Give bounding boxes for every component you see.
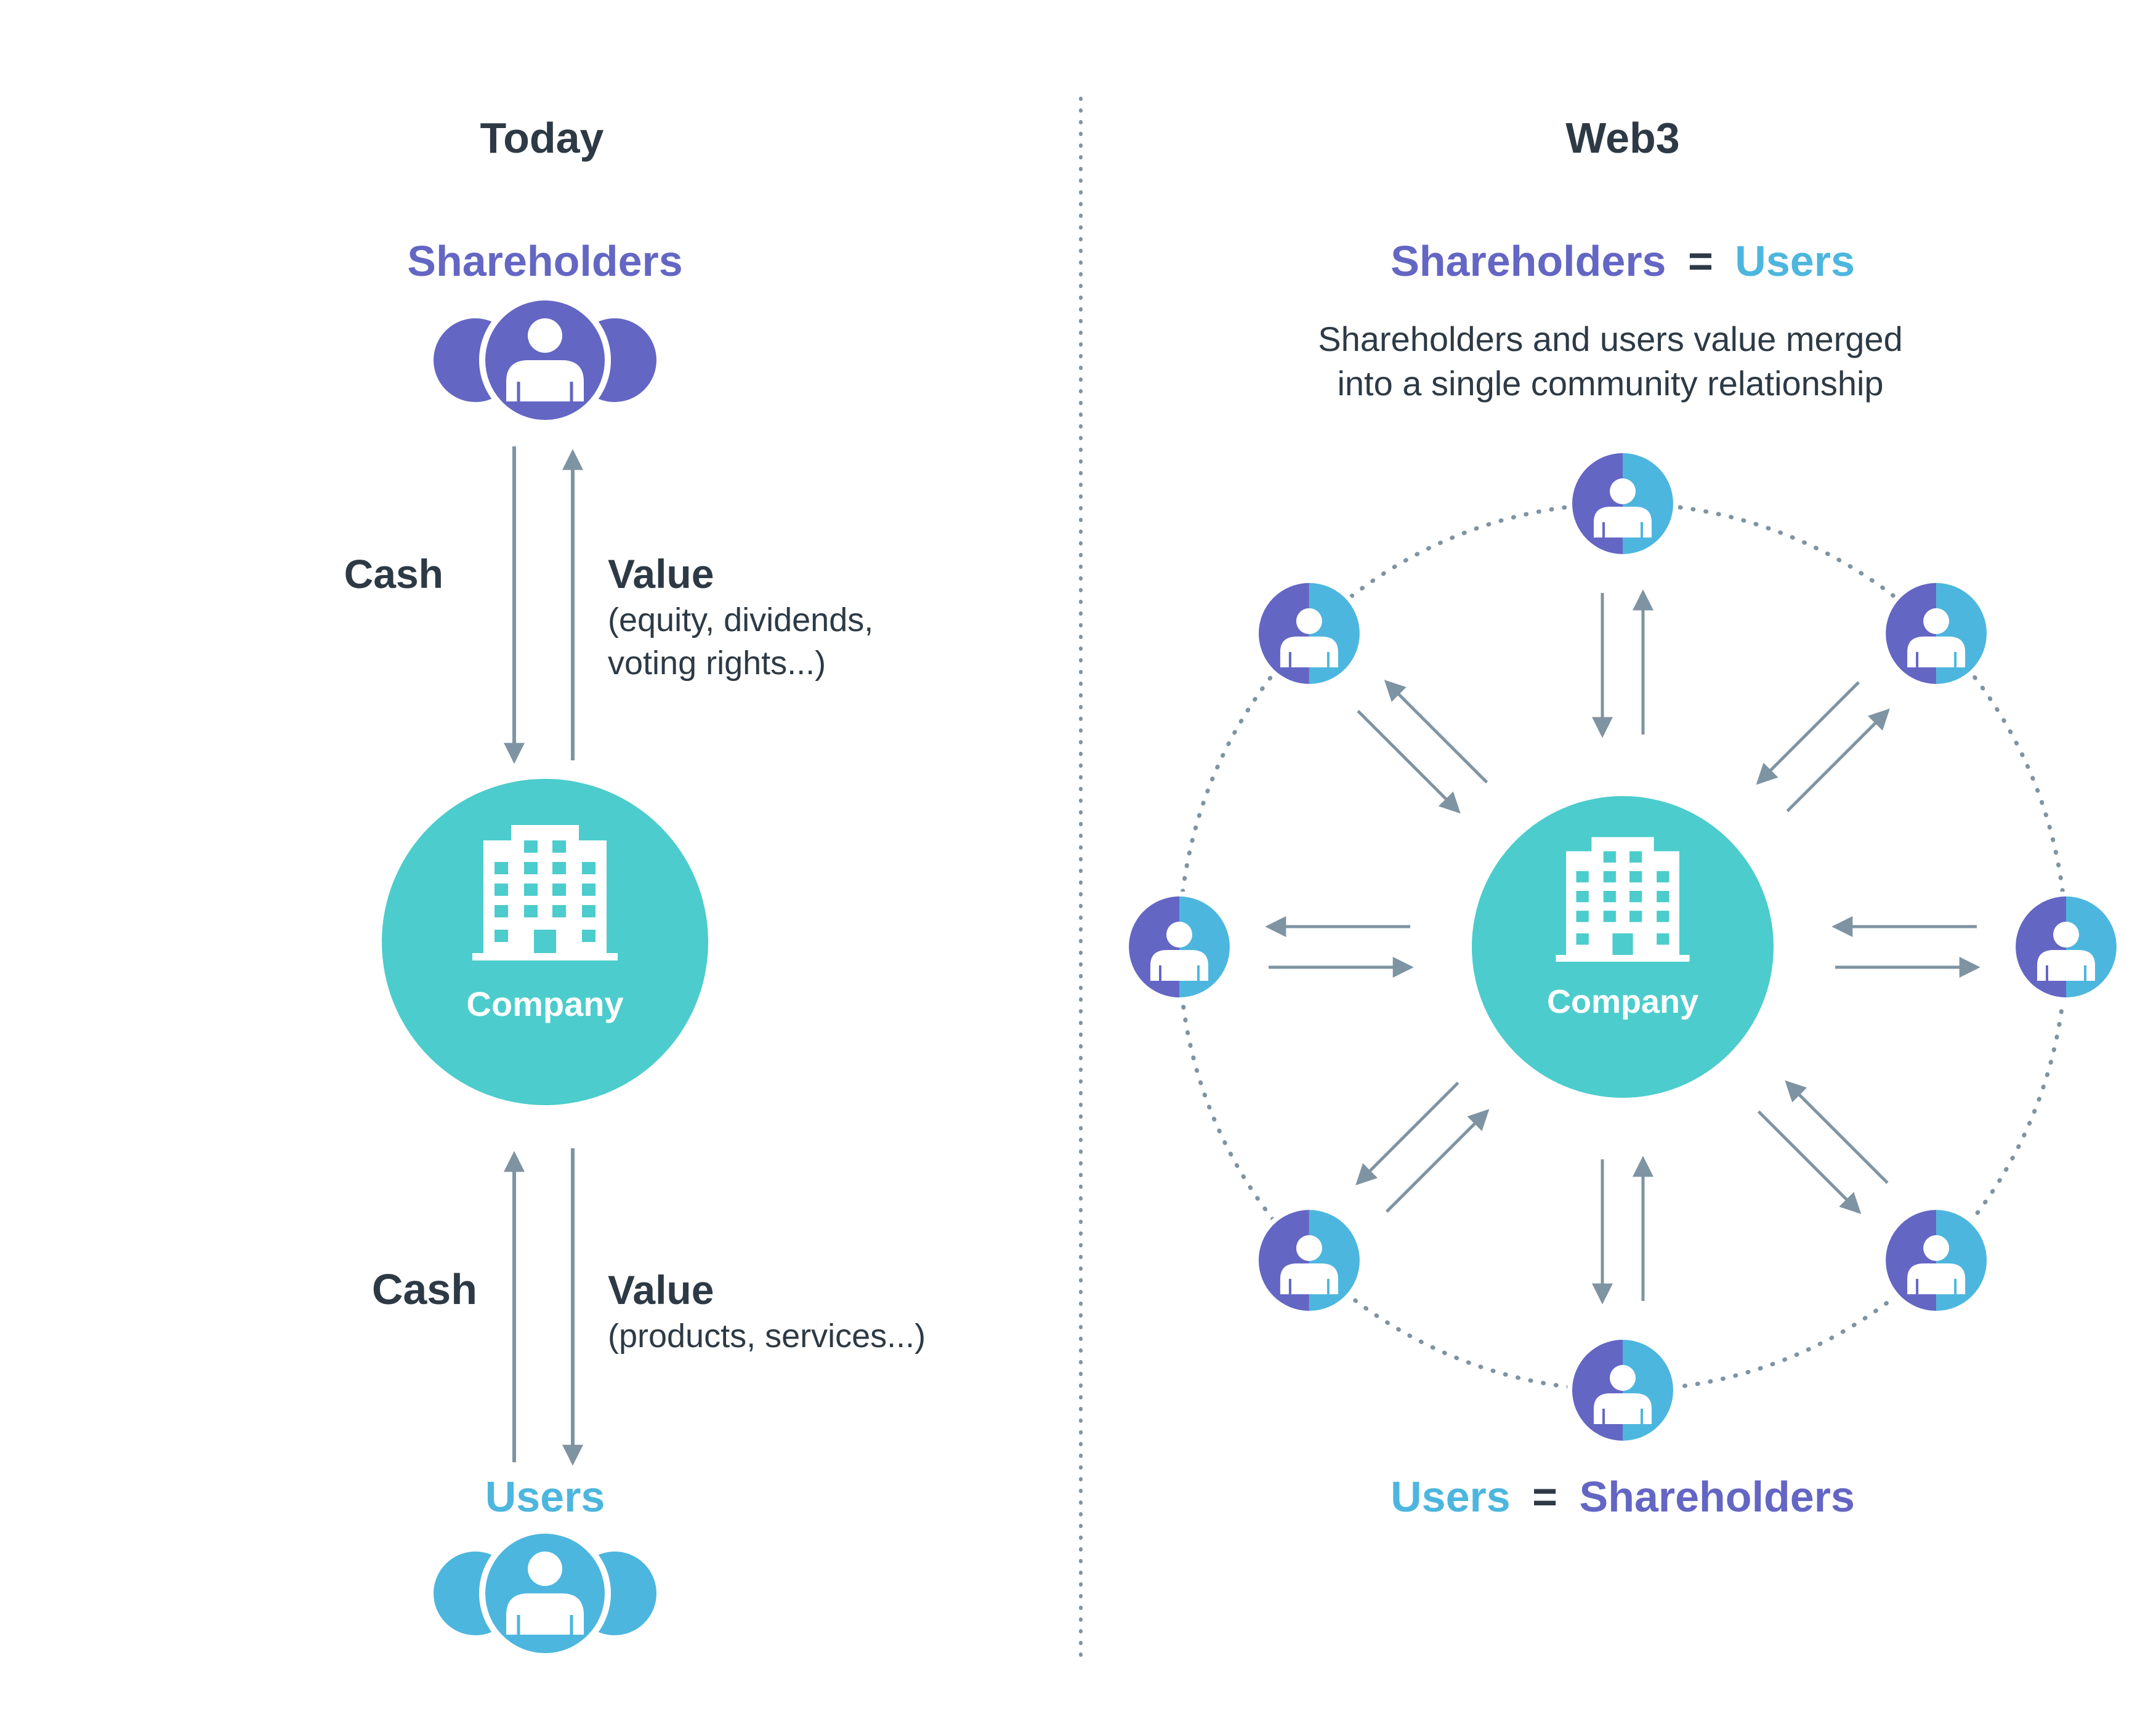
member-node	[1567, 448, 1678, 559]
users-group-icon	[429, 1528, 661, 1659]
member-node	[1881, 578, 1992, 689]
web3-top-shareholders: Shareholders	[1391, 237, 1666, 285]
flow-arrow-inward	[1756, 681, 1860, 785]
flow-arrow-outward	[1757, 1110, 1862, 1214]
today-company: Company	[382, 779, 708, 1105]
office-building-icon	[472, 825, 618, 960]
flow-arrow-outward	[1355, 1081, 1460, 1186]
web3-arrows	[1265, 589, 1980, 1305]
web3-bottom-equals: =	[1532, 1473, 1557, 1521]
lower-value-label: Value	[608, 1267, 714, 1313]
upper-value-note-line2: voting rights...)	[608, 645, 826, 682]
person-icon	[1280, 608, 1338, 667]
web3-company-label: Company	[1547, 983, 1698, 1020]
flow-arrow-inward	[1385, 1109, 1490, 1213]
person-icon	[1280, 1235, 1338, 1295]
web3-description-line2: into a single community relationship	[1337, 364, 1883, 403]
flow-arrow-inward	[1785, 1080, 1889, 1185]
shareholders-label: Shareholders	[407, 237, 682, 285]
member-node	[1124, 892, 1235, 1002]
web3-members	[1124, 448, 2122, 1446]
member-node	[2011, 892, 2122, 1002]
person-icon	[1150, 922, 1208, 981]
member-node	[1881, 1205, 1992, 1316]
person-icon	[2037, 922, 2095, 981]
upper-cash-label: Cash	[344, 551, 443, 597]
web3-company: Company	[1472, 796, 1774, 1098]
person-icon	[1594, 478, 1652, 537]
member-node	[1567, 1335, 1678, 1446]
person-icon	[1907, 1235, 1966, 1295]
lower-cash-label: Cash	[372, 1265, 477, 1313]
member-node	[1253, 578, 1365, 689]
web3-top-users: Users	[1735, 237, 1855, 285]
upper-value-label: Value	[608, 551, 714, 597]
flow-arrow-outward	[1786, 708, 1890, 813]
web3-title: Web3	[1565, 114, 1679, 162]
person-icon	[1907, 608, 1966, 667]
web3-bottom-equation: Users = Shareholders	[1391, 1473, 1855, 1521]
office-building-icon	[1556, 837, 1690, 962]
flow-arrow-outward	[1384, 680, 1488, 784]
users-label: Users	[485, 1473, 605, 1521]
web3-description-line1: Shareholders and users value merged	[1318, 320, 1902, 358]
today-company-label: Company	[466, 984, 623, 1023]
lower-value-note: (products, services...)	[608, 1318, 926, 1355]
person-icon	[1594, 1365, 1652, 1424]
today-title: Today	[480, 114, 604, 162]
web3-top-equation: Shareholders = Users	[1391, 237, 1855, 285]
web3-bottom-shareholders: Shareholders	[1580, 1473, 1855, 1521]
member-node	[1253, 1205, 1365, 1316]
web3-bottom-users: Users	[1391, 1473, 1511, 1521]
upper-value-note-line1: (equity, dividends,	[608, 602, 873, 638]
shareholders-group-icon	[429, 294, 661, 426]
web3-top-equals: =	[1688, 237, 1713, 285]
flow-arrow-inward	[1357, 709, 1461, 814]
